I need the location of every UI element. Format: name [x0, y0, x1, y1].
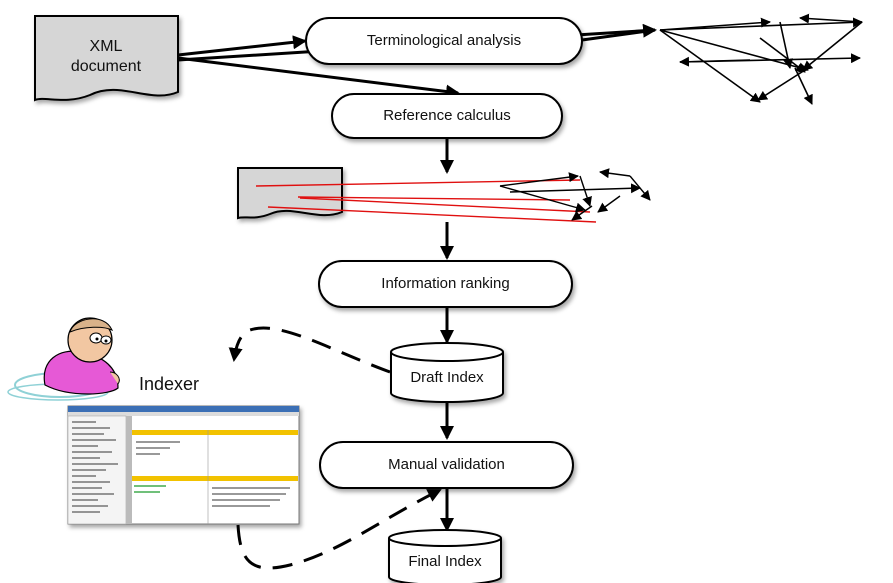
dashed-feedback: [228, 326, 442, 570]
dashed-arrow-indexer-to-validation: [236, 488, 442, 570]
final-index-store: [388, 529, 502, 583]
reference-links: [255, 179, 597, 223]
term-graph-top: [659, 13, 863, 105]
dashed-arrow-draft-to-indexer: [228, 326, 391, 374]
arrow-xml-to-terminological: [177, 35, 307, 57]
xml-document-node: [34, 15, 179, 102]
reference-calculus-node: [331, 93, 563, 139]
arrow-xml-to-reference: [177, 56, 460, 99]
term-graph-middle: [499, 168, 651, 221]
manual-validation-node: [319, 441, 574, 489]
terminological-analysis-node: [305, 17, 583, 65]
referenced-document-node: [237, 167, 343, 220]
indexer-app-screenshot: [67, 405, 300, 525]
person-icon: [7, 317, 120, 401]
draft-index-store: [390, 342, 504, 403]
arrow-terminological-to-graph: [581, 28, 656, 42]
information-ranking-node: [318, 260, 573, 308]
